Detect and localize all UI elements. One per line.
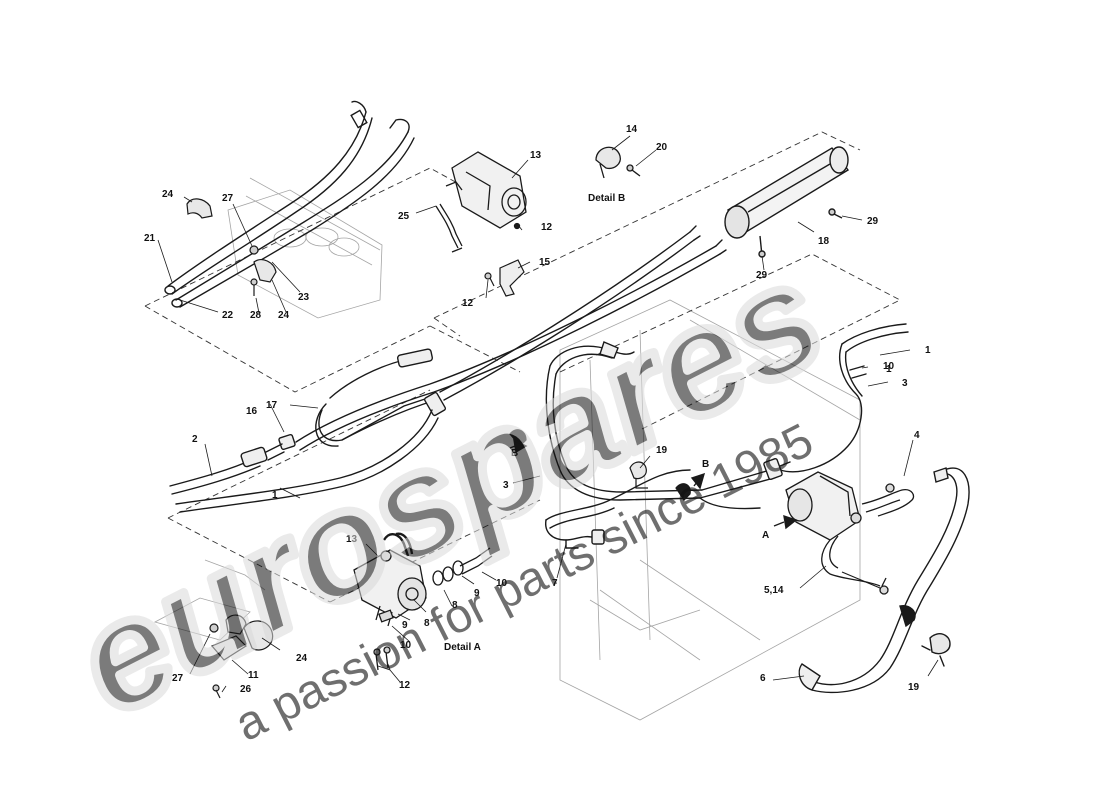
reservoir-18 (724, 146, 850, 258)
callout-c19: 12 (541, 222, 553, 233)
callout-c25: 15 (539, 257, 551, 268)
callout-c22: 13 (530, 150, 542, 161)
callout-c2: 1 (272, 490, 278, 501)
callout-c29: 19 (656, 445, 668, 456)
callout-c3: 1 (886, 364, 892, 375)
callout-c32: 21 (144, 233, 156, 244)
detail-b-label: Detail B (588, 193, 625, 204)
callout-c45: A (762, 530, 769, 541)
hose-bundle-top-left (164, 100, 415, 308)
callout-c40: 27 (222, 193, 234, 204)
callout-c26: 16 (246, 406, 258, 417)
callout-c43: 29 (867, 216, 879, 227)
callout-c12: 8 (424, 618, 430, 629)
bracket-15 (484, 259, 525, 297)
callout-c31: 20 (656, 142, 668, 153)
callout-c13: 9 (474, 588, 480, 599)
direction-arrows (509, 438, 798, 530)
clips-top-left (186, 198, 277, 296)
callout-c17: 10 (883, 361, 895, 372)
pump-upper (435, 151, 527, 253)
detail-a-assembly (353, 532, 493, 671)
callout-c37: 24 (296, 653, 308, 664)
background-structure (153, 177, 861, 721)
callout-c28: 18 (818, 236, 830, 247)
fittings-center (509, 429, 881, 589)
callout-c18: 11 (248, 670, 259, 681)
watermark: eurospares a passion for parts since 198… (46, 225, 852, 752)
callout-c20: 12 (462, 298, 474, 309)
callout-c4: 2 (192, 434, 198, 445)
callout-c8: 5,14 (764, 585, 784, 596)
callout-c36: 24 (278, 310, 290, 321)
detail-a-label: Detail A (444, 642, 481, 653)
callout-c6: 3 (503, 480, 509, 491)
callout-c44: 29 (756, 270, 768, 281)
callout-c7: 4 (914, 430, 920, 441)
callout-c27: 17 (266, 400, 278, 411)
callout-c42: 28 (250, 310, 262, 321)
bracket-lower-left (209, 614, 274, 699)
callout-c16: 10 (400, 640, 412, 651)
callout-c33: 22 (222, 310, 234, 321)
leader-lines (157, 135, 939, 693)
callout-c10: 7 (552, 578, 558, 589)
callout-c11: 8 (452, 600, 458, 611)
callout-c5: 3 (902, 378, 908, 389)
callout-c41: 27 (172, 673, 184, 684)
callout-c30: 19 (908, 682, 920, 693)
callout-c24: 14 (626, 124, 638, 135)
callout-c1: 1 (925, 345, 931, 356)
callout-c14: 9 (402, 620, 408, 631)
clamp-detail-b (595, 146, 641, 179)
callout-c46: B (511, 448, 518, 459)
callout-c35: 24 (162, 189, 174, 200)
callout-c15: 10 (496, 578, 508, 589)
callout-c47: B (702, 459, 709, 470)
right-hose-system (545, 323, 909, 549)
callout-labels: 1 1 1 2 3 3 4 5,14 6 7 8 8 9 9 10 10 10 … (144, 124, 931, 695)
callout-c39: 26 (240, 684, 252, 695)
callout-c34: 23 (298, 292, 310, 303)
hose-right-6 (798, 467, 970, 694)
callout-c23: 13 (346, 534, 358, 545)
main-pipes (169, 225, 727, 513)
callout-c9: 6 (760, 673, 766, 684)
callout-c21: 12 (399, 680, 411, 691)
callout-c38: 25 (398, 211, 410, 222)
